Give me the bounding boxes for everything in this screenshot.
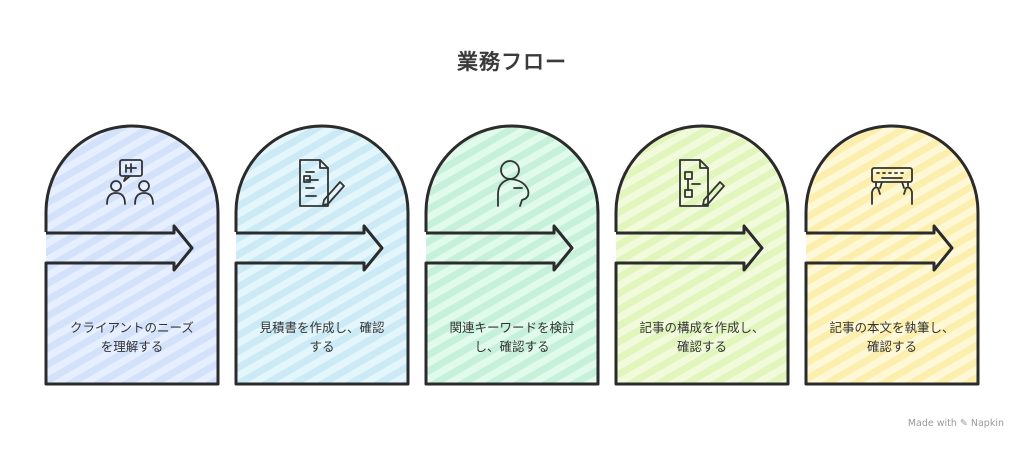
step-4-text-line1: 記事の構成を作成し、 <box>639 320 765 335</box>
step-5-shape <box>806 126 978 384</box>
step-3-shape <box>426 126 598 384</box>
step-5-outline <box>804 124 980 386</box>
people-discussion-icon <box>106 159 154 205</box>
document-edit-icon <box>299 159 345 207</box>
step-1-text: クライアントのニーズ を理解する <box>44 318 220 356</box>
step-1-text-line2: を理解する <box>100 339 164 354</box>
step-2-text: 見積書を作成し、確認 する <box>234 318 410 356</box>
step-3 <box>424 124 600 386</box>
step-5-text: 記事の本文を執筆し、 確認する <box>804 318 980 356</box>
step-5-text-line1: 記事の本文を執筆し、 <box>829 320 955 335</box>
keyboard-typing-icon <box>871 167 913 205</box>
person-thinking-icon <box>497 160 530 207</box>
step-2-shape <box>236 126 408 384</box>
step-2-outline <box>234 124 410 386</box>
step-3-text-line2: し、確認する <box>474 339 550 354</box>
step-2-text-line1: 見積書を作成し、確認 <box>259 320 385 335</box>
document-structure-edit-icon <box>679 159 725 207</box>
step-5 <box>804 124 980 386</box>
step-4-text-line2: 確認する <box>676 339 727 354</box>
step-1 <box>44 124 220 386</box>
made-with-napkin-footer: Made with ✎ Napkin <box>907 418 1004 429</box>
step-3-text: 関連キーワードを検討 し、確認する <box>424 318 600 356</box>
step-3-outline <box>424 124 600 386</box>
step-2 <box>234 124 410 386</box>
step-5-text-line2: 確認する <box>866 339 917 354</box>
step-4-outline <box>614 124 790 386</box>
step-3-text-line1: 関連キーワードを検討 <box>449 320 575 335</box>
step-2-text-line2: する <box>309 339 335 354</box>
page-title: 業務フロー <box>457 50 567 74</box>
step-4-text: 記事の構成を作成し、 確認する <box>614 318 790 356</box>
step-4-shape <box>616 126 788 384</box>
step-4 <box>614 124 790 386</box>
step-1-outline <box>44 124 220 386</box>
step-1-shape <box>46 126 218 384</box>
step-1-text-line1: クライアントのニーズ <box>70 320 194 335</box>
